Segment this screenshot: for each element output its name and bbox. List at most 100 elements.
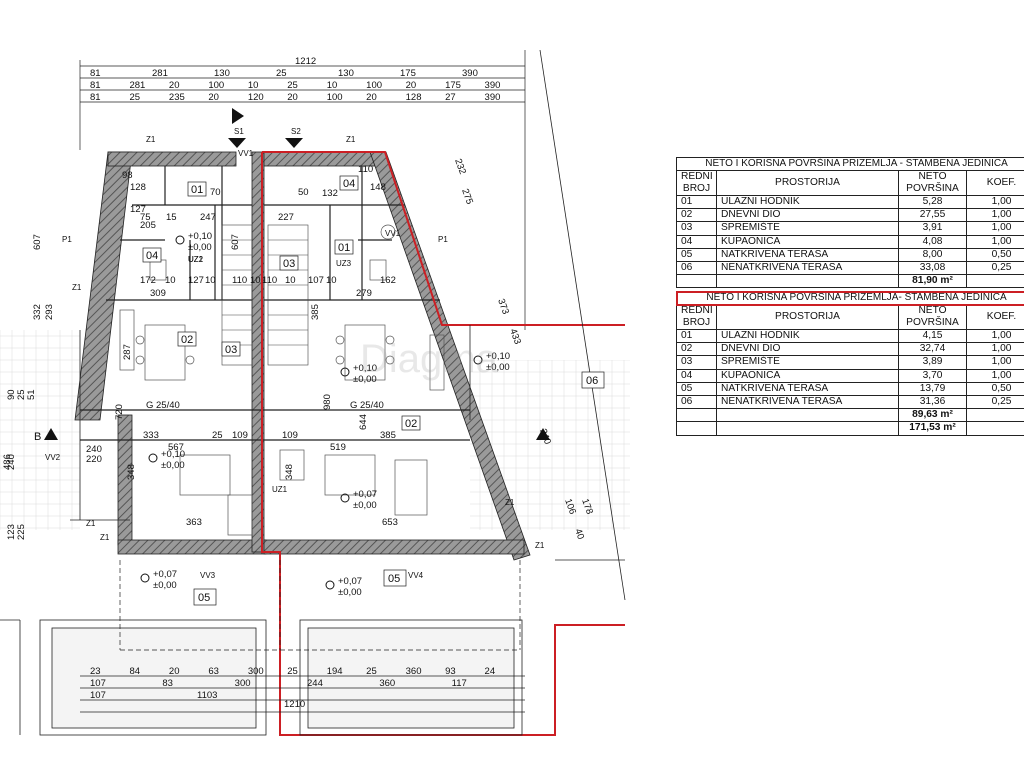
- level-top: +0,07: [338, 576, 362, 587]
- dim-value: 20: [208, 92, 219, 103]
- inner-dim-value: 247: [200, 212, 216, 223]
- table2-col-room: PROSTORIJA: [716, 304, 899, 330]
- inner-dim-value: 109: [282, 430, 298, 441]
- inner-dim-value: 333: [143, 430, 159, 441]
- dim-value: 194: [327, 666, 343, 677]
- inner-dim-value: 567: [168, 442, 184, 453]
- inner-dim-value: 127: [188, 275, 204, 286]
- level-marker-icon: [175, 235, 185, 245]
- room-label-right-06: 06: [586, 375, 598, 387]
- dim-value: 390: [485, 92, 501, 103]
- highlighted-unit-outline-lower: [261, 152, 625, 736]
- element-tag: Z1: [86, 519, 96, 528]
- room-label-left-05: 05: [198, 592, 210, 604]
- level-bottom: ±0,00: [188, 242, 212, 253]
- dim-value: 107: [90, 678, 106, 689]
- table2-col-coef: KOEF.: [966, 304, 1024, 330]
- inner-dim-value: 10: [165, 275, 176, 286]
- top-dimension-lines: [79, 50, 526, 330]
- inner-dim-value: 385: [380, 430, 396, 441]
- dashed-canopy-lines: [119, 560, 521, 651]
- element-tag: Z1: [535, 541, 545, 550]
- level-top: +0,07: [353, 489, 377, 500]
- table1-title: NETO I KORISNA POVRŠINA PRIZEMLJA - STAM…: [675, 157, 1024, 171]
- inner-dim-value: 15: [166, 212, 177, 223]
- level-top: +0,07: [153, 569, 177, 580]
- cell-room: NENATKRIVENA TERASA: [716, 394, 899, 410]
- cell-area: 3,91: [898, 221, 967, 236]
- dim-value: 20: [287, 92, 298, 103]
- inner-dim-value: 227: [278, 212, 294, 223]
- dim-value: 300: [235, 678, 251, 689]
- cell-no: 04: [676, 234, 717, 249]
- cell-area: 13,79: [898, 381, 967, 396]
- bottom-dimension-lines: [80, 675, 525, 713]
- cell-coef: 1,00: [966, 355, 1024, 370]
- inner-dim-value: 98: [122, 170, 133, 181]
- right-dim-value: 232: [452, 157, 468, 176]
- inner-dim-value: 220: [86, 454, 102, 465]
- inner-dim-value: 132: [322, 188, 338, 199]
- section-arrow-s1-icon: [228, 138, 246, 148]
- room-label-left-03: 03: [225, 344, 237, 356]
- dim-value: 20: [169, 666, 180, 677]
- element-tag: UZ1: [272, 485, 288, 494]
- level-top: +0,10: [353, 363, 377, 374]
- cell-coef: 0,50: [966, 381, 1024, 396]
- right-dim-value: 433: [507, 327, 523, 346]
- inner-dim-value: 720: [114, 404, 125, 420]
- area-table-unit-2: NETO I KORISNA POVRŠINA PRIZEMLJA- STAMB…: [675, 290, 1024, 436]
- inner-dim-value: 50: [298, 187, 309, 198]
- cell-coef: 1,00: [966, 328, 1024, 344]
- dim-value: 20: [366, 92, 377, 103]
- inner-dim-value: 607: [230, 234, 241, 250]
- dim-value: 360: [379, 678, 395, 689]
- section-arrow-s2-icon: [285, 138, 303, 148]
- dim-value: 27: [445, 92, 456, 103]
- cell-no: 05: [676, 247, 717, 262]
- cell-area: 8,00: [898, 247, 967, 262]
- inner-dim-value: 10: [285, 275, 296, 286]
- left-dim-value: 607: [32, 234, 43, 250]
- inner-dim-value: 110: [232, 275, 247, 286]
- dim-value: 81: [90, 92, 101, 103]
- inner-dim-value: G 25/40: [146, 400, 180, 411]
- dim-value: 130: [338, 68, 354, 79]
- level-top: +0,10: [486, 351, 510, 362]
- right-dim-value: 178: [579, 497, 595, 516]
- table1-col-no: REDNI BROJ: [676, 170, 717, 196]
- staircase-left: [221, 224, 253, 366]
- table2-total: 89,63 m²: [898, 408, 967, 423]
- cell-no: 06: [676, 394, 717, 410]
- cell-room: ULAZNI HODNIK: [716, 194, 899, 210]
- table2-title: NETO I KORISNA POVRŠINA PRIZEMLJA- STAMB…: [675, 290, 1024, 306]
- dim-value: 175: [400, 68, 416, 79]
- dim-value: 84: [129, 666, 140, 677]
- dim-value: 300: [248, 666, 264, 677]
- tag-s1: S1: [234, 127, 244, 136]
- element-tag: VV2: [45, 453, 61, 462]
- inner-dim-value: 980: [322, 394, 333, 410]
- watermark: Diagma: [360, 337, 499, 381]
- table2-col-area: NETO POVRŠINA: [898, 304, 967, 330]
- dim-value: 100: [327, 92, 343, 103]
- element-tag: VV1: [385, 229, 401, 238]
- cell-coef: 1,00: [965, 234, 1024, 249]
- dim-value: 281: [152, 68, 168, 79]
- dim-value: 360: [406, 666, 422, 677]
- inner-dim-value: 110: [358, 164, 373, 175]
- cell-no: 03: [676, 221, 717, 236]
- cell-room: SPREMIŠTE: [716, 221, 899, 236]
- left-dim-value: 123: [6, 524, 17, 540]
